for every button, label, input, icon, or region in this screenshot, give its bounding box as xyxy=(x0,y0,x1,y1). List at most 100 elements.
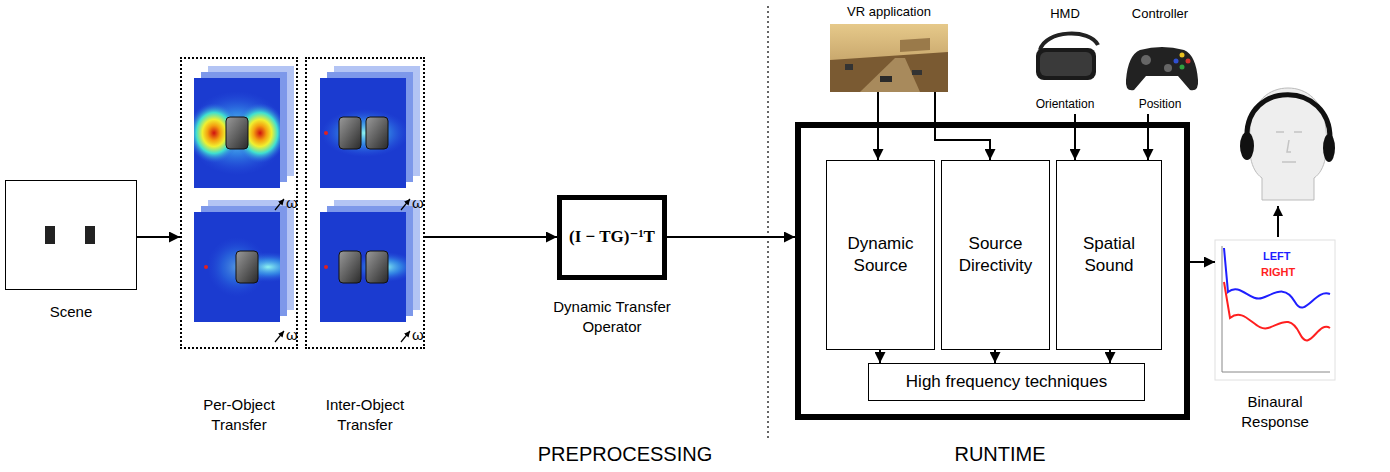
transfer-group: Per-Object Transfer xyxy=(180,57,298,349)
series-label: LEFT xyxy=(1263,250,1291,263)
node-caption: Scene xyxy=(21,303,121,321)
transfer-group: Inter-Object Transfer xyxy=(305,57,425,349)
node-caption: Dynamic Transfer Operator xyxy=(537,297,687,337)
frequency-symbol: ω xyxy=(412,326,424,343)
vr-screenshot xyxy=(845,64,853,70)
vr-screenshot xyxy=(900,38,930,52)
listener-head xyxy=(1323,134,1335,162)
response-plot xyxy=(1224,282,1330,340)
hmd-icon xyxy=(1036,34,1098,80)
listener-head xyxy=(1240,88,1335,200)
flow-arrow xyxy=(1147,114,1149,160)
inter-object-heatmap-top xyxy=(339,117,361,149)
section-title: RUNTIME xyxy=(954,443,1045,466)
node-caption: VR application xyxy=(847,4,931,20)
frequency-arrows xyxy=(275,199,284,210)
input-label: Position xyxy=(1139,97,1182,111)
flow-arrow xyxy=(137,236,180,238)
response-plot xyxy=(1215,240,1335,380)
process-label: High frequency techniques xyxy=(906,372,1107,392)
node-caption: Per-Object Transfer xyxy=(184,395,294,435)
frequency-symbol: ω xyxy=(286,194,298,211)
listener-head xyxy=(1240,132,1254,160)
vr-screenshot xyxy=(880,76,892,82)
per-object-heatmap-bottom xyxy=(194,200,304,322)
flow-arrow xyxy=(425,236,557,238)
inter-object-heatmap-bottom xyxy=(324,265,328,269)
vr-screenshot xyxy=(830,24,948,92)
input-image: VR application xyxy=(828,4,950,92)
scene-box: Scene xyxy=(5,180,137,290)
output-arrow xyxy=(1277,206,1279,237)
process-box: Spatial Sound xyxy=(1056,160,1162,350)
series-label: RIGHT xyxy=(1261,266,1295,279)
controller-icon xyxy=(1174,59,1179,64)
input-label: Orientation xyxy=(1036,97,1095,111)
vr-screenshot xyxy=(860,58,920,92)
vr-screenshot xyxy=(830,52,948,92)
node-caption: Inter-Object Transfer xyxy=(305,395,425,435)
per-object-heatmap-bottom xyxy=(204,265,208,269)
per-object-heatmap-bottom xyxy=(236,251,258,283)
vr-screenshot xyxy=(912,70,922,75)
flow-arrow xyxy=(667,236,795,238)
controller-icon xyxy=(1126,47,1198,90)
node-caption: HMD xyxy=(1050,6,1080,22)
inter-object-heatmap-bottom xyxy=(339,251,361,283)
controller-icon xyxy=(1186,59,1191,64)
per-object-heatmap-top xyxy=(194,91,280,175)
flow-arrow xyxy=(1190,261,1215,263)
per-object-heatmap-top xyxy=(226,117,248,149)
response-graph: LEFTRIGHTBinaural Response xyxy=(1215,240,1335,380)
process-label: Dynamic Source xyxy=(835,233,926,277)
input-device: ControllerPosition xyxy=(1115,6,1205,114)
flow-arrow xyxy=(994,350,996,363)
node-caption: Binaural Response xyxy=(1225,392,1325,432)
section-title: PREPROCESSING xyxy=(538,443,712,466)
runtime-box: Dynamic Source Source Directivity Spatial … xyxy=(795,122,1190,420)
input-device: HMD Orientation xyxy=(1020,6,1110,114)
per-object-heatmap-top xyxy=(187,66,294,188)
inter-object-heatmap-top xyxy=(321,109,406,157)
per-object-heatmap-bottom xyxy=(207,237,280,297)
response-plot xyxy=(1215,240,1335,380)
inter-object-heatmap-bottom xyxy=(320,200,420,322)
process-label: Spatial Sound xyxy=(1065,233,1153,277)
process-box: High frequency techniques xyxy=(868,363,1145,401)
listener-head xyxy=(1247,95,1330,140)
inter-object-heatmap-top xyxy=(321,109,406,157)
process-box: Source Directivity xyxy=(941,160,1050,350)
frequency-symbol: ω xyxy=(412,194,424,211)
per-object-heatmap-bottom xyxy=(207,237,267,297)
flow-arrow xyxy=(1109,350,1111,363)
hmd-icon xyxy=(1040,34,1098,50)
response-plot xyxy=(1224,248,1330,308)
hmd-icon xyxy=(1040,52,1092,76)
frequency-symbol: ω xyxy=(286,326,298,343)
per-object-heatmap-bottom xyxy=(232,252,280,282)
flow-arrow xyxy=(1074,114,1076,160)
scene-objects xyxy=(85,226,95,244)
vr-screenshot xyxy=(830,24,948,92)
controller-icon xyxy=(1164,64,1172,72)
operator-box: (I − TG)⁻¹TDynamic Transfer Operator xyxy=(557,195,667,280)
scene-objects xyxy=(45,226,55,244)
frequency-arrows xyxy=(275,199,410,342)
response-plot xyxy=(1222,372,1330,373)
process-label: Source Directivity xyxy=(950,233,1041,277)
node-caption: Controller xyxy=(1132,6,1188,22)
controller-icon xyxy=(1180,65,1185,70)
inter-object-heatmap-top xyxy=(320,66,420,188)
inter-object-heatmap-top xyxy=(324,131,328,135)
inter-object-heatmap-bottom xyxy=(366,251,388,283)
frequency-arrows xyxy=(275,331,284,342)
frequency-arrows xyxy=(401,199,410,210)
section-divider xyxy=(767,6,769,440)
scene-objects xyxy=(45,226,95,244)
response-plot xyxy=(1222,246,1223,372)
flow-arrow xyxy=(879,350,881,363)
process-box: Dynamic Source xyxy=(826,160,935,350)
per-object-heatmap-top xyxy=(194,91,280,175)
